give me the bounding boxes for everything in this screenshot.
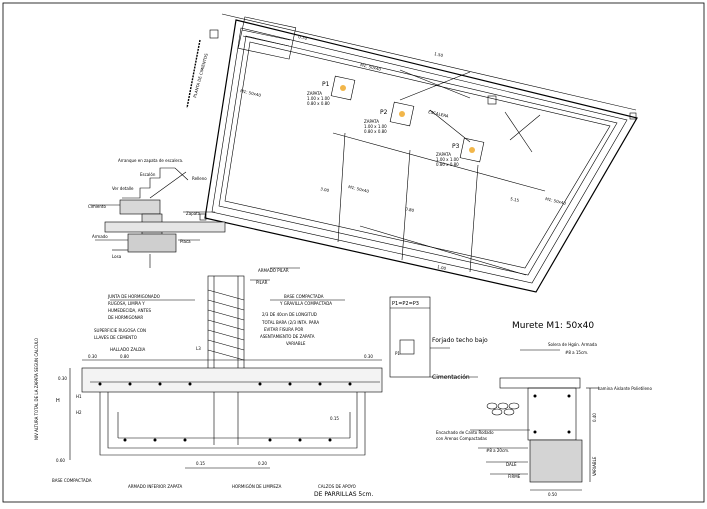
plan-text: 1.50 3.00 0.80 5.15 1.00 0.70 M1: 50x40 … bbox=[192, 34, 567, 271]
section-dim: 0.15 bbox=[330, 416, 339, 421]
section-top-label: PILAR bbox=[256, 280, 268, 285]
section-left-label: HUMEDECIDA, ANTES bbox=[108, 308, 151, 313]
stair-label: Escalón bbox=[140, 172, 156, 177]
murete-label: Lamina Aislante Polietileno bbox=[598, 386, 652, 391]
murete-label: Solera de Hgón. Armada bbox=[548, 342, 597, 347]
stair-label: Zapata bbox=[186, 211, 201, 216]
footing-name: P3 bbox=[452, 143, 460, 150]
section-dim: 0.15 bbox=[196, 461, 205, 466]
murete-label: con Arenas Compactadas bbox=[436, 436, 487, 441]
murete-label: DALE bbox=[506, 462, 517, 467]
footing-note: ZAPATA bbox=[436, 152, 451, 157]
section-left-label: DE HORMIGONAR bbox=[108, 315, 143, 320]
section-left-label: RUGOSA, LIMPIA Y bbox=[108, 301, 145, 306]
stair-detail-text: Arranque en zapata de escalera. Escalón … bbox=[88, 158, 207, 259]
legend-forjado: Forjado techo bajo bbox=[432, 337, 488, 344]
plan-dim: 5.15 bbox=[510, 196, 520, 203]
stair-label: Cimiento bbox=[88, 204, 106, 209]
murete-dots bbox=[533, 394, 571, 434]
stair-detail-title: Arranque en zapata de escalera. bbox=[118, 158, 183, 163]
section-dim: 0.60 bbox=[56, 458, 65, 463]
stair-label: Placa bbox=[180, 239, 191, 244]
section-dim: 0.20 bbox=[258, 461, 267, 466]
section-dim: 0.30 bbox=[364, 354, 373, 359]
plan-dim: 0.70 bbox=[298, 34, 308, 41]
legend-text: P1=P2=P3 P1 Forjado techo bajo Cimentaci… bbox=[392, 301, 488, 381]
section-h-label: H bbox=[56, 398, 60, 404]
plan-dim: 1.00 bbox=[437, 264, 447, 271]
footing-name: P2 bbox=[380, 109, 388, 116]
section-bottom-label: HORMIGÓN DE LIMPIEZA bbox=[232, 484, 282, 489]
legend-box-label: P1 bbox=[395, 351, 400, 356]
section-bottom-label: CALZOS DE APOYO bbox=[318, 484, 356, 489]
footing-note: 0.80 x 0.80 bbox=[436, 162, 459, 167]
section-dim: 0.30 bbox=[88, 354, 97, 359]
legend bbox=[389, 296, 478, 378]
section-dim: 0.80 bbox=[120, 354, 129, 359]
section-right-label: ASENTAMIENTO DE ZAPATA bbox=[260, 334, 315, 339]
footing-note: ZAPATA bbox=[307, 91, 322, 96]
section-side-text: NIV ALTURA TOTAL DE LA ZAPATA SEGUN CALC… bbox=[34, 338, 39, 440]
footing-markers bbox=[340, 85, 475, 153]
murete-label: #8 a 15cm. bbox=[565, 350, 588, 355]
murete-dim: 0.40 bbox=[592, 413, 597, 422]
murete-label: #8 a 20cm. bbox=[486, 448, 509, 453]
footing-note: 1.00 x 1.00 bbox=[364, 124, 387, 129]
section-text: ARMADO PILAR PILAR JUNTA DE HORMIGONADO … bbox=[34, 268, 373, 498]
legend-equation: P1=P2=P3 bbox=[392, 301, 419, 307]
section-right-label: EVITAR FISURA POR bbox=[264, 327, 303, 332]
section-bottom-label: ARMADO INFERIOR ZAPATA bbox=[128, 484, 183, 489]
section-dim: 0.30 bbox=[58, 376, 67, 381]
section-right-label: BASE COMPACTADA bbox=[284, 294, 324, 299]
stair-label: Armado bbox=[92, 234, 108, 239]
murete-dim: 0.50 bbox=[548, 492, 557, 497]
section-rebar-dots bbox=[98, 382, 352, 442]
murete-label: FIRME bbox=[508, 474, 521, 479]
sheet-frame bbox=[2, 2, 705, 503]
murete-title: Murete M1: 50x40 bbox=[512, 321, 594, 331]
footing-note: 0.80 x 0.80 bbox=[364, 129, 387, 134]
plan-side-text: PLANTA DE CIMIENTOS bbox=[192, 52, 209, 98]
foundation-plan bbox=[186, 13, 638, 293]
footing-note: 0.80 x 0.80 bbox=[307, 101, 330, 106]
murete-dim: VARIABLE bbox=[592, 456, 597, 476]
stair-label: Losa bbox=[112, 254, 122, 259]
section-right-label: 2/3 DE 40cm DE LONGITUD bbox=[262, 312, 317, 317]
murete-detail bbox=[470, 349, 600, 491]
footing-note: ZAPATA bbox=[364, 119, 379, 124]
plan-stair-label: ESCALERA bbox=[428, 109, 450, 119]
section-right-label: TOTAL BARA (2/3 INTA. PARA bbox=[261, 320, 319, 325]
plan-beam-label: M1: 50x40 bbox=[545, 196, 567, 206]
footing-section bbox=[69, 267, 383, 469]
section-h-label: H2 bbox=[76, 410, 82, 415]
section-bottom-label: DE PARRILLAS 5cm. bbox=[314, 491, 373, 498]
legend-cimentacion: Cimentación bbox=[432, 374, 470, 381]
plan-beam-label: M1: 50x40 bbox=[360, 62, 382, 72]
plan-dim: 0.80 bbox=[405, 206, 415, 213]
stair-label: Ver detalle bbox=[112, 186, 134, 191]
plan-beam-label: M1: 50x40 bbox=[348, 184, 370, 194]
footing-note: 1.00 x 1.00 bbox=[436, 157, 459, 162]
footing-name: P1 bbox=[322, 81, 330, 88]
section-left-label: SUPERFICIE RUGOSA CON bbox=[94, 328, 146, 333]
murete-text: Murete M1: 50x40 Solera de Hgón. Armada … bbox=[436, 321, 652, 497]
plan-beam-label: M1: 50x40 bbox=[240, 88, 262, 98]
plan-dim: 3.00 bbox=[320, 186, 330, 193]
stair-label: Relleno bbox=[192, 176, 207, 181]
section-left-label: JUNTA DE HORMIGONADO bbox=[107, 294, 160, 299]
section-right-label: VARIABLE bbox=[286, 341, 306, 346]
plan-dim: 1.50 bbox=[434, 51, 444, 58]
stair-detail bbox=[90, 167, 226, 268]
section-left-label: LLAVES DE CEMENTO bbox=[94, 335, 137, 340]
section-right-label: Y GRAVILLA COMPACTADA bbox=[279, 301, 332, 306]
section-bottom-label: BASE COMPACTADA bbox=[52, 478, 92, 483]
section-h-label: H1 bbox=[76, 394, 82, 399]
section-left-label: HALLADO ZALDIA bbox=[110, 347, 145, 352]
section-h-label: L3 bbox=[196, 346, 201, 351]
footing-note: 1.00 x 1.00 bbox=[307, 96, 330, 101]
section-top-label: ARMADO PILAR bbox=[258, 268, 289, 273]
murete-label: Encachado de Canto Rodado bbox=[436, 430, 494, 435]
